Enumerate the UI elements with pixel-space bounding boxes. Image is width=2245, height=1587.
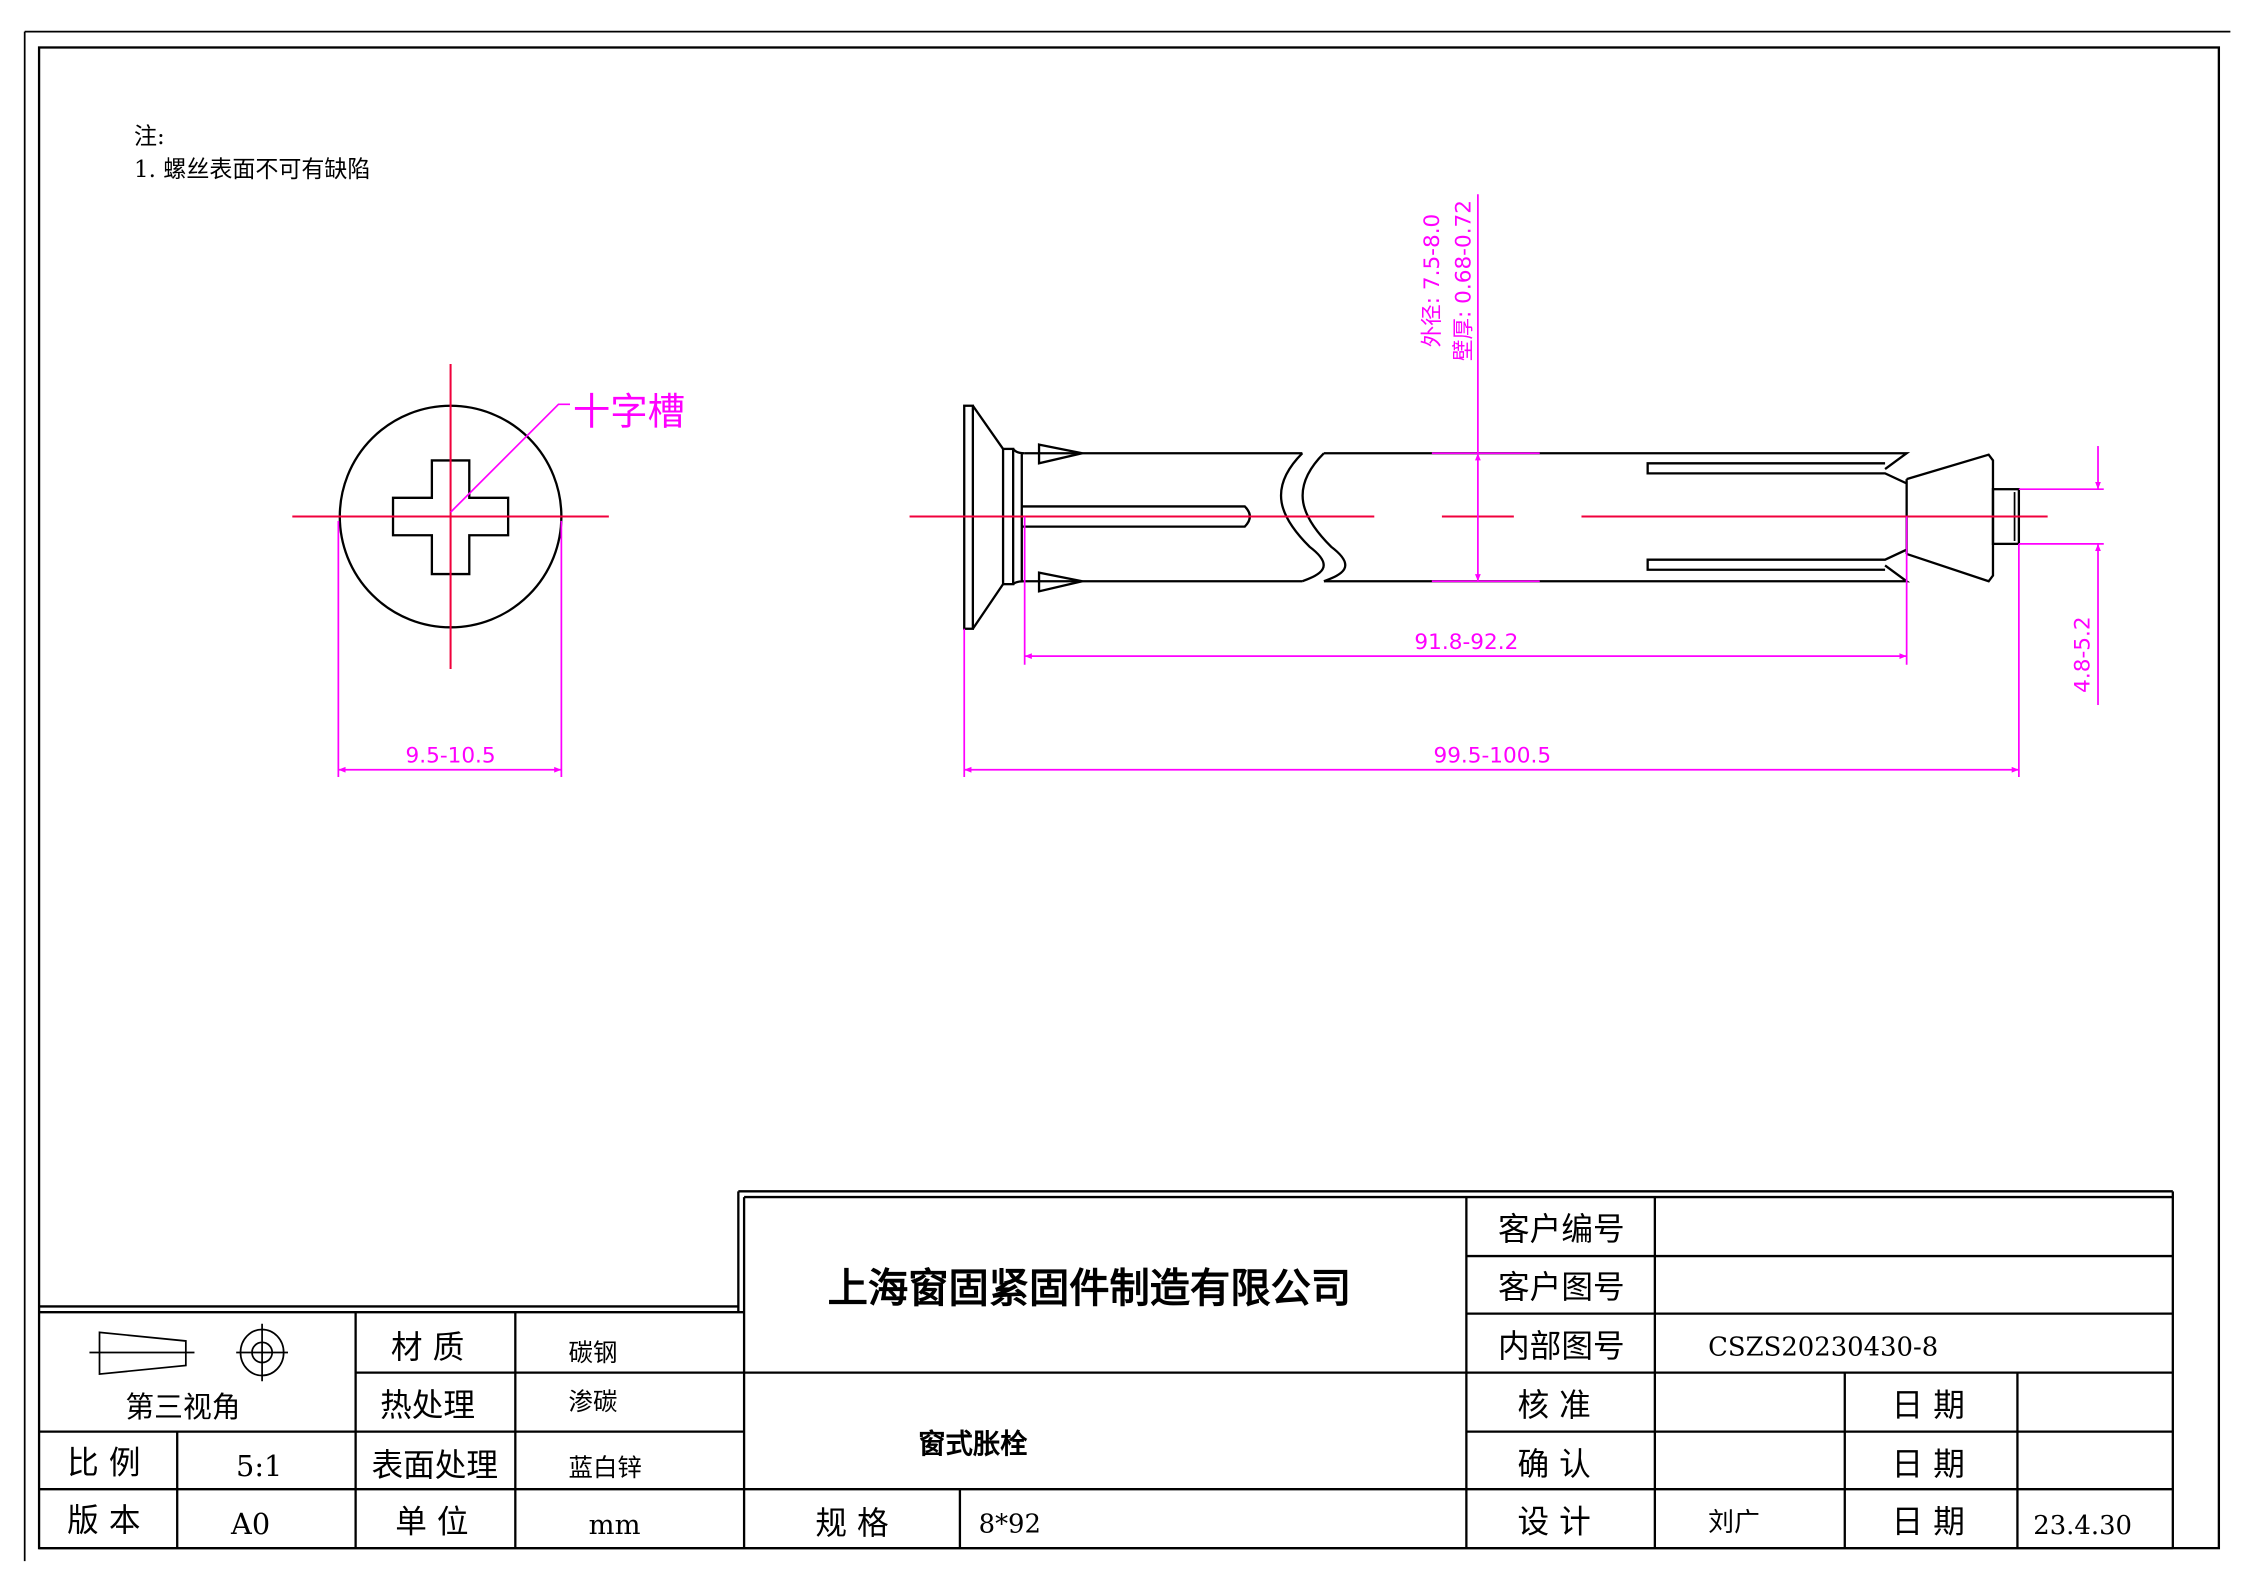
third-angle-projection-icon <box>89 1323 288 1382</box>
dim-total-length: 99.5-100.5 <box>1433 744 1551 769</box>
surface-treatment-value: 蓝白锌 <box>569 1453 642 1482</box>
check-label: 核 准 <box>1517 1388 1590 1424</box>
version-value: A0 <box>230 1507 270 1541</box>
slot-label: 十字槽 <box>573 389 685 433</box>
notes-title: 注: <box>134 124 165 150</box>
side-view: 外径: 7.5-8.0 壁厚: 0.68-0.72 91.8-92.2 99.5… <box>909 194 2104 777</box>
company-name: 上海窗固紧固件制造有限公司 <box>828 1265 1351 1312</box>
customer-drawing-label: 客户图号 <box>1498 1270 1625 1306</box>
surface-treatment-label: 表面处理 <box>371 1448 498 1484</box>
part-name: 窗式胀栓 <box>918 1428 1028 1460</box>
customer-no-label: 客户编号 <box>1498 1212 1625 1248</box>
dim-stud-diameter: 4.8-5.2 <box>2070 616 2095 692</box>
spec-label: 规 格 <box>815 1506 888 1542</box>
dim-wall-thickness: 壁厚: 0.68-0.72 <box>1452 200 1477 361</box>
version-label: 版 本 <box>67 1503 140 1539</box>
unit-label: 单 位 <box>395 1504 468 1540</box>
material-label: 材 质 <box>391 1330 464 1366</box>
dim-sleeve-length: 91.8-92.2 <box>1414 630 1518 655</box>
dim-outer-diameter: 外径: 7.5-8.0 <box>1420 214 1445 348</box>
material-value: 碳钢 <box>569 1338 618 1367</box>
check-date-label: 日 期 <box>1892 1388 1965 1424</box>
title-block <box>39 1190 2174 1550</box>
scale-value: 5:1 <box>236 1449 282 1483</box>
scale-label: 比 例 <box>67 1445 140 1481</box>
design-label: 设 计 <box>1517 1504 1590 1540</box>
note-item: 1. 螺丝表面不可有缺陷 <box>134 157 370 183</box>
internal-drawing-value: CSZS20230430-8 <box>1708 1332 1938 1362</box>
designer-value: 刘广 <box>1708 1508 1760 1538</box>
design-date-label: 日 期 <box>1892 1504 1965 1540</box>
unit-value: mm <box>589 1510 641 1541</box>
design-date-value: 23.4.30 <box>2033 1511 2132 1541</box>
internal-drawing-label: 内部图号 <box>1498 1329 1625 1365</box>
end-view: 十字槽 9.5-10.5 <box>292 364 685 777</box>
confirm-date-label: 日 期 <box>1892 1447 1965 1483</box>
heat-treatment-value: 渗碳 <box>569 1387 618 1416</box>
dim-head-diameter: 9.5-10.5 <box>406 744 496 769</box>
spec-value: 8*92 <box>979 1509 1041 1539</box>
heat-treatment-label: 热处理 <box>380 1388 475 1424</box>
projection-label: 第三视角 <box>125 1390 240 1424</box>
confirm-label: 确 认 <box>1517 1447 1590 1483</box>
